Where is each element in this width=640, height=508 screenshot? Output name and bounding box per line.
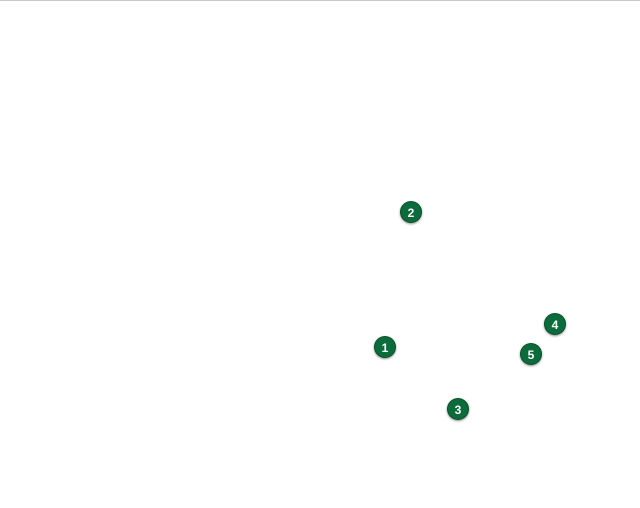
top-divider (0, 0, 640, 1)
map-marker-1[interactable]: 1 (374, 336, 396, 358)
map-marker-2[interactable]: 2 (400, 201, 422, 223)
map-marker-3[interactable]: 3 (447, 398, 469, 420)
map-marker-5[interactable]: 5 (520, 343, 542, 365)
map-marker-4[interactable]: 4 (544, 313, 566, 335)
